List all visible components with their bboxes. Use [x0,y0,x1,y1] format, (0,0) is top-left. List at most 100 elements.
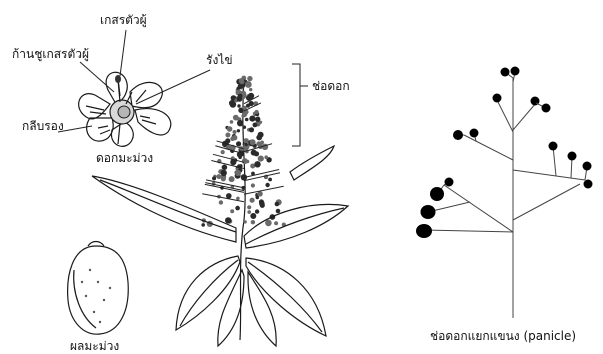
flower-bud [255,117,260,122]
flower-dot [501,68,510,77]
flower-dot [583,162,592,171]
flower-bud [237,129,240,132]
fruit-speckle [103,299,105,301]
flower-dot [470,129,479,138]
flower-bud [260,141,264,145]
flower-bud [250,139,256,145]
cluster-branch [205,184,244,192]
branch [464,135,513,160]
flower-bud [232,135,237,140]
inflorescence-bracket [292,64,308,146]
flower-bud [212,176,216,180]
flower-bud [227,126,233,132]
flower-bud [237,96,243,102]
branch [513,103,536,130]
flower-bud [245,143,248,146]
flower-bud [237,120,243,126]
flower-bud [229,176,235,182]
petal-label: กลีบรอง [22,119,64,133]
flower-bud [247,205,251,209]
flower-bud [247,210,251,214]
flower-bud [230,120,234,124]
ovary-label: รังไข่ [206,53,233,67]
fruit-speckle [93,311,95,313]
flower-bud [268,178,272,182]
flower-bud [274,221,278,225]
flower-bud [247,76,252,81]
flower-dot [568,152,577,161]
inflorescence-label: ช่อดอก [312,79,350,93]
flower-dot [584,180,593,189]
flower-bud [225,217,231,223]
flower-bud [243,138,249,144]
flower-bud [236,141,241,146]
fruit-speckle [85,295,87,297]
flower-dot [542,104,551,113]
flower-bud [253,123,258,128]
flower-dot [511,67,520,76]
stamen-label: เกสรตัวผู้ [100,13,147,28]
flower-bud [258,156,264,162]
flower-bud [229,100,235,106]
flower-bud [250,213,256,219]
flower-bud [230,209,234,213]
branch [513,184,580,220]
flower-bud [251,183,255,187]
flower-bud [249,127,254,132]
flower-bud [235,206,240,211]
flower-bud [219,200,223,204]
flower-bud [250,198,255,203]
flower-bud [244,220,247,223]
flower-bud [249,101,254,106]
flower-dot [421,205,436,219]
flower-bud [265,183,269,187]
flower-dot [453,130,463,140]
flower-bud [201,223,205,227]
branch [424,230,513,232]
flower-bud [264,155,268,159]
flower-bud [225,138,230,143]
fruit-speckle [109,287,111,289]
flower-bud [233,130,237,134]
flower-bud [245,81,252,88]
flower-dot [430,187,444,201]
flower-bud [249,116,255,122]
flower-bud [276,209,281,214]
flower-bud [242,158,248,164]
flower-bud [249,88,252,91]
fruit-speckle [81,281,83,283]
flower-bud [255,209,259,213]
flower-bud [235,170,241,176]
flower-bud [222,165,228,171]
flower-dot [549,142,558,151]
flower-bud [259,201,265,207]
cluster-branch [244,169,279,177]
branch [553,146,556,176]
panicle-caption: ช่อดอกแยกแขนง (panicle) [430,329,576,343]
flower-bud [275,202,280,207]
flower-bud [245,118,249,122]
fruit-speckle [99,321,101,323]
flower-dot [416,224,432,238]
flower-bud [254,161,260,167]
flower-bud [242,114,245,117]
branch [444,185,513,232]
flower-bud [243,126,246,129]
flower-bud [221,150,225,154]
flower-bud [225,133,230,138]
flower-dot [445,178,454,187]
flower-bud [226,193,232,199]
mango-flower-drawing [79,72,171,146]
flower-bud [236,197,240,201]
flower-bud [248,93,254,99]
flower-bud [256,135,262,141]
cluster-branch [244,186,284,194]
flower-bud [254,151,259,156]
mango-fruit-drawing [68,242,129,335]
flower-caption: ดอกมะม่วง [96,151,153,165]
flower-bud [221,170,227,176]
filament-pointer [80,62,114,92]
ovary-pointer [136,70,210,104]
fruit-speckle [89,269,91,271]
